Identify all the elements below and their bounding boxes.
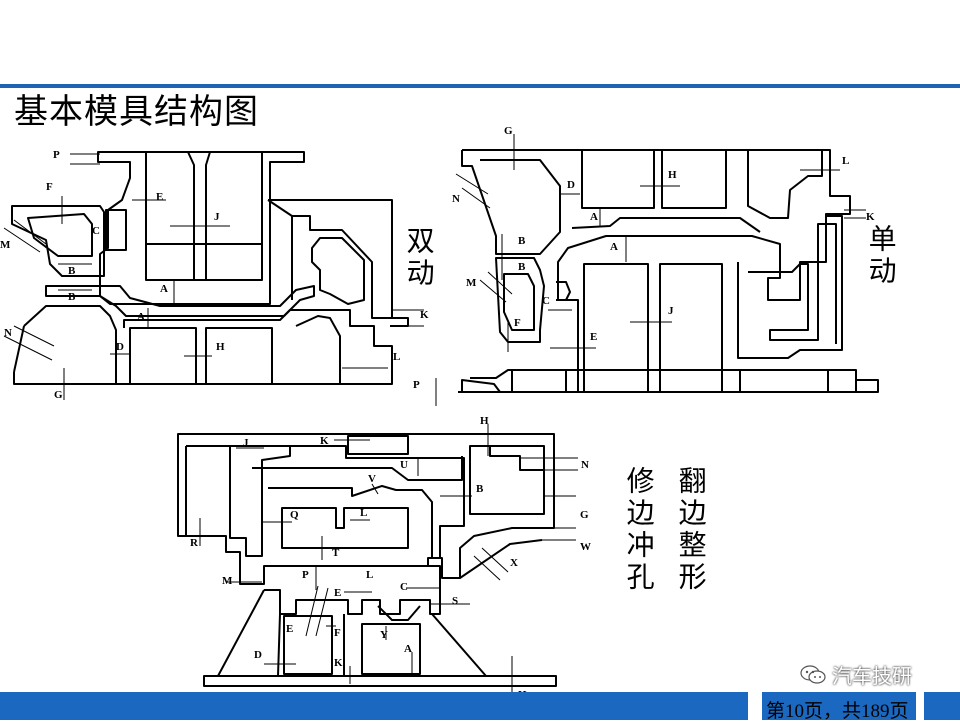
dim-letter: C bbox=[400, 581, 408, 593]
dim-letter: X bbox=[510, 557, 518, 569]
dim-letter: G bbox=[504, 125, 513, 137]
dim-letter: F bbox=[46, 181, 53, 193]
dim-letter: R bbox=[190, 537, 199, 549]
dim-letter: B bbox=[68, 265, 76, 277]
dim-letter: Y bbox=[380, 629, 388, 641]
dim-letter: B bbox=[518, 235, 526, 247]
top-rule bbox=[0, 84, 960, 88]
dim-letter: B bbox=[518, 261, 526, 273]
dim-letter: E bbox=[590, 331, 597, 343]
footer-bar-left bbox=[0, 692, 748, 720]
dim-letter: P bbox=[413, 379, 420, 391]
dim-letter: N bbox=[452, 193, 460, 205]
double-action-letters: P F E M C J B B A A N D H G K L bbox=[0, 149, 429, 401]
dim-letter: V bbox=[368, 473, 376, 485]
dim-letter: E bbox=[334, 587, 341, 599]
single-action-letters: G D H L N K A A B B M C F E J P bbox=[413, 125, 875, 391]
dim-letter: T bbox=[332, 547, 340, 559]
page-counter: 第10页，共189页 bbox=[766, 701, 909, 722]
dim-letter: J bbox=[243, 437, 249, 449]
dim-letter: K bbox=[334, 657, 343, 669]
dim-letter: D bbox=[567, 179, 575, 191]
double-action-die bbox=[11, 151, 409, 385]
dim-letter: U bbox=[400, 459, 408, 471]
footer-bar-middle bbox=[762, 692, 916, 720]
label-flange-restrike: 翻边整形 bbox=[674, 466, 708, 594]
dim-letter: K bbox=[320, 435, 329, 447]
dim-letter: J bbox=[668, 305, 674, 317]
dim-letter: A bbox=[137, 311, 145, 323]
dim-letter: P bbox=[302, 569, 309, 581]
dim-letter: G bbox=[54, 389, 63, 401]
dim-letter: K bbox=[866, 211, 875, 223]
dim-letter: H bbox=[668, 169, 677, 181]
single-action-die bbox=[458, 149, 879, 393]
dim-letter: G bbox=[580, 509, 589, 521]
dim-letter: N bbox=[4, 327, 12, 339]
slide-title: 基本模具结构图 bbox=[14, 92, 259, 132]
dim-letter: P bbox=[53, 149, 60, 161]
dim-letter: A bbox=[404, 643, 412, 655]
dim-letter: H bbox=[216, 341, 225, 353]
dim-letter: F bbox=[334, 627, 341, 639]
dim-letter: S bbox=[452, 595, 458, 607]
dim-letter: W bbox=[580, 541, 591, 553]
dim-letter: M bbox=[466, 277, 477, 289]
dim-letter: Q bbox=[290, 509, 299, 521]
footer-bar bbox=[0, 692, 960, 720]
dim-letter: M bbox=[0, 239, 11, 251]
dim-letter: H bbox=[480, 415, 489, 427]
dim-letter: L bbox=[842, 155, 849, 167]
dim-letter: D bbox=[116, 341, 124, 353]
wechat-icon bbox=[800, 664, 826, 684]
dim-letter: L bbox=[393, 351, 400, 363]
dim-letter: F bbox=[514, 317, 521, 329]
dim-letter: C bbox=[542, 295, 550, 307]
dim-letter: N bbox=[581, 459, 589, 471]
dim-letter: L bbox=[366, 569, 373, 581]
dim-letter: L bbox=[360, 507, 367, 519]
dim-letter: K bbox=[420, 309, 429, 321]
dim-letter: A bbox=[590, 211, 598, 223]
watermark: 汽车技研 bbox=[800, 660, 912, 689]
footer-bar-right bbox=[924, 692, 960, 720]
dim-letter: A bbox=[160, 283, 168, 295]
dim-letter: E bbox=[286, 623, 293, 635]
watermark-text: 汽车技研 bbox=[832, 664, 912, 688]
dim-letter: C bbox=[92, 225, 100, 237]
dim-letter: J bbox=[214, 211, 220, 223]
dim-letter: M bbox=[222, 575, 233, 587]
dim-letter: B bbox=[68, 291, 76, 303]
dim-letter: A bbox=[610, 241, 618, 253]
dim-letter: E bbox=[156, 191, 163, 203]
label-trim-pierce: 修边冲孔 bbox=[622, 466, 656, 594]
trim-pierce-die bbox=[177, 433, 557, 687]
label-double-action: 双动 bbox=[402, 226, 436, 290]
dim-letter: D bbox=[254, 649, 262, 661]
label-single-action: 单动 bbox=[864, 224, 898, 288]
dim-letter: B bbox=[476, 483, 484, 495]
